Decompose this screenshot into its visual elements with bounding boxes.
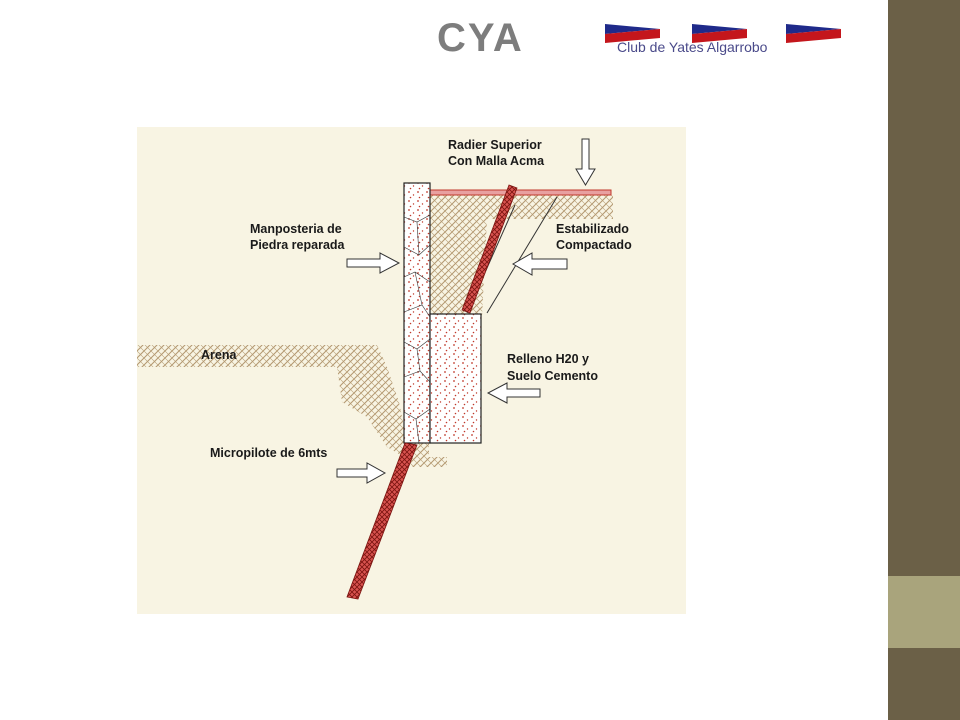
- label-relleno-1: Relleno H20 y: [507, 352, 589, 366]
- label-radier-1: Radier Superior: [448, 138, 542, 152]
- retaining-wall-diagram: Radier Superior Con Malla Acma Estabiliz…: [137, 127, 686, 614]
- wedge-line-1: [486, 196, 558, 314]
- arrow-manposteria: [346, 252, 401, 274]
- sidebar-bar-top: [888, 0, 960, 576]
- logo-tagline: Club de Yates Algarrobo: [617, 39, 768, 55]
- micropile-lower: [346, 442, 418, 600]
- arrow-relleno: [486, 382, 541, 404]
- logo-mark: CYA: [437, 16, 524, 57]
- label-arena: Arena: [201, 348, 237, 362]
- masonry-joints: [403, 214, 431, 444]
- label-estabilizado-2: Compactado: [556, 238, 632, 252]
- pennant-flags-icon: [605, 24, 841, 43]
- label-micropilote: Micropilote de 6mts: [210, 446, 327, 460]
- label-manposteria-1: Manposteria de: [250, 222, 342, 236]
- fill-block: [429, 313, 482, 444]
- micropile-upper: [461, 184, 518, 314]
- sidebar-bar-bottom: [888, 648, 960, 720]
- sidebar-bar-accent: [888, 576, 960, 648]
- label-radier-2: Con Malla Acma: [448, 154, 545, 168]
- label-estabilizado-1: Estabilizado: [556, 222, 629, 236]
- sand-layer: [137, 345, 404, 457]
- arrow-radier: [575, 138, 596, 186]
- arrow-estabilizado: [512, 252, 568, 276]
- club-logo: CYA Club de Yates Algarrobo: [425, 5, 881, 57]
- arrow-micropilote: [336, 462, 387, 484]
- top-slab: [429, 189, 612, 196]
- label-manposteria-2: Piedra reparada: [250, 238, 346, 252]
- label-relleno-2: Suelo Cemento: [507, 369, 598, 383]
